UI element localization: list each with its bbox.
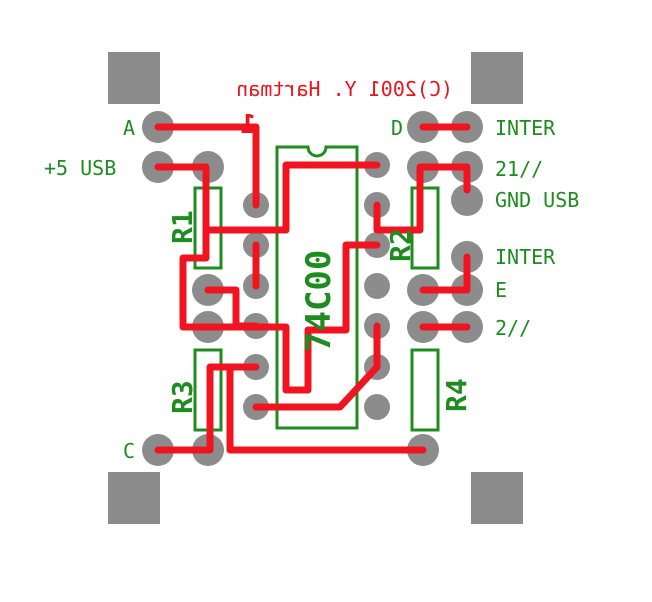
trace-a [154, 123, 260, 209]
label-a: A [123, 116, 135, 140]
trace-e [419, 253, 471, 294]
trace-pin8 [252, 322, 381, 411]
label-plus5usb: +5 USB [44, 156, 116, 180]
label-d: D [391, 116, 403, 140]
corner-pads [108, 52, 523, 524]
corner-pad-top-left [108, 52, 160, 104]
ic-pin-8 [364, 394, 390, 420]
corner-pad-bottom-right [471, 472, 523, 524]
label-inter2: INTER [495, 245, 556, 269]
chip-label: 74C00 [299, 250, 339, 352]
r2-label: R2 [384, 228, 417, 262]
trace-r1-bottom [204, 286, 260, 330]
label-2: 2// [495, 316, 531, 340]
r3-label: R3 [166, 380, 199, 414]
label-gndusb: GND USB [495, 188, 579, 212]
label-c: C [123, 439, 135, 463]
r4-label: R4 [440, 378, 473, 412]
label-21: 21// [495, 157, 543, 181]
trace-21 [373, 163, 471, 234]
label-inter1: INTER [495, 116, 556, 140]
label-e: E [495, 278, 507, 302]
corner-pad-top-right [471, 52, 523, 104]
trace-r1-loop [179, 226, 381, 394]
r1-label: R1 [166, 210, 199, 244]
ic-pin-11 [364, 273, 390, 299]
trace-bottom [226, 363, 427, 454]
ic-outline [275, 145, 359, 430]
corner-pad-bottom-left [108, 472, 160, 524]
pin1-marker: 1 [240, 110, 256, 140]
r4-outline [410, 348, 440, 432]
pad-gndusb [451, 184, 483, 216]
traces [154, 123, 471, 454]
trace-5v [154, 161, 381, 234]
copyright-text: (C)2001 Y. Hartman [236, 77, 453, 101]
